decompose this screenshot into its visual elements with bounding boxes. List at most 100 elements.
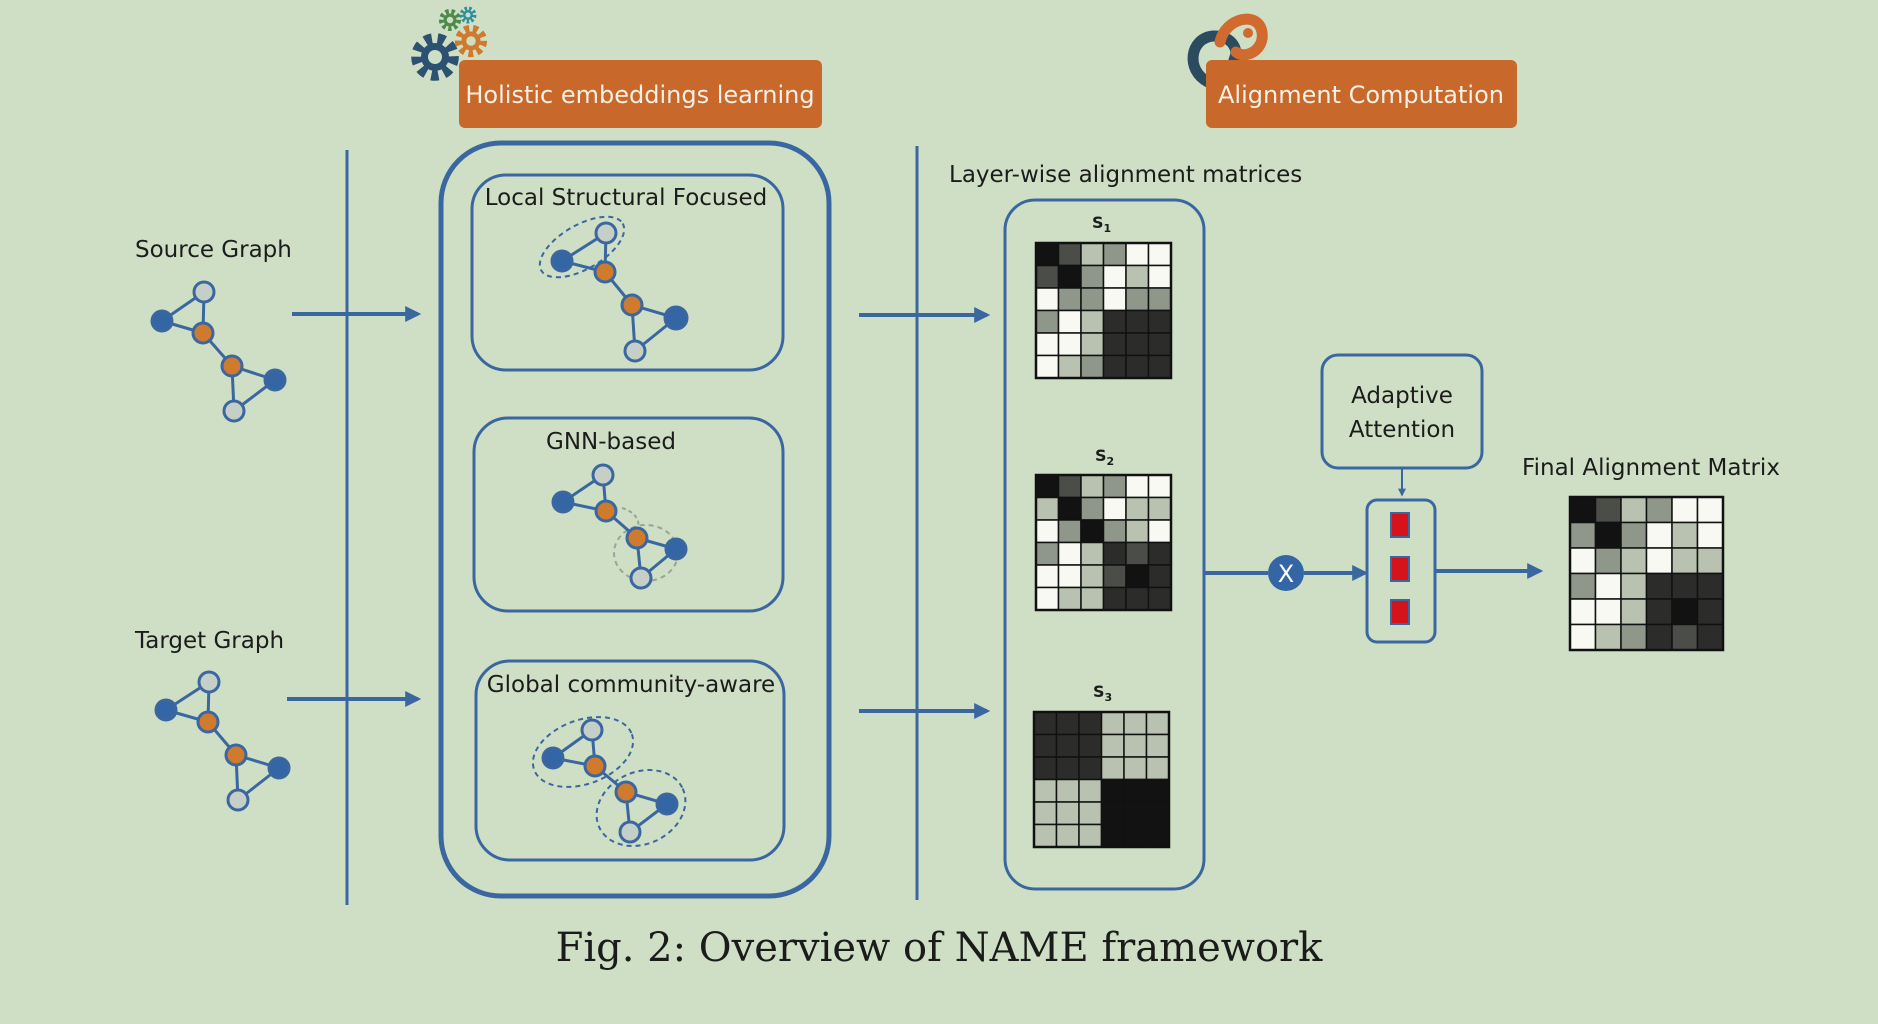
matrix-final	[1568, 495, 1725, 652]
matrix-cell	[1569, 496, 1597, 524]
matrix-cell	[1569, 598, 1597, 626]
matrix-cell	[1057, 287, 1082, 312]
matrix-cell	[1671, 572, 1699, 600]
matrix-cell	[1080, 474, 1105, 499]
attention-weights-box	[1365, 498, 1437, 644]
matrix-cell	[1123, 711, 1148, 736]
layerwise-container	[1003, 198, 1206, 891]
gnn-module-box	[472, 416, 785, 613]
matrix-cell	[1033, 733, 1058, 758]
matrix-cell	[1102, 586, 1127, 611]
matrix-cell	[1078, 733, 1103, 758]
matrix-cell	[1123, 801, 1148, 826]
matrix-border	[1034, 241, 1173, 380]
matrix-cell	[1125, 354, 1150, 379]
matrix-cell	[1057, 354, 1082, 379]
matrix-cell	[1102, 287, 1127, 312]
matrix-cell	[1145, 756, 1170, 781]
matrix-cell	[1102, 354, 1127, 379]
matrix-cell	[1123, 733, 1148, 758]
matrix-cell	[1057, 541, 1082, 566]
local-module-box	[470, 173, 785, 372]
matrix-cell	[1620, 572, 1648, 600]
final-matrix-title: Final Alignment Matrix	[1522, 455, 1780, 481]
matrix-cell	[1078, 778, 1103, 803]
matrix-cell	[1125, 519, 1150, 544]
matrix-cell	[1594, 521, 1622, 549]
matrix-cell	[1100, 823, 1125, 848]
matrix-cell	[1125, 242, 1150, 267]
matrix-cell	[1035, 287, 1060, 312]
matrix-cell	[1645, 598, 1673, 626]
matrix-cell	[1569, 521, 1597, 549]
matrix-cell	[1100, 711, 1125, 736]
matrix-cell	[1080, 496, 1105, 521]
matrix-cell	[1102, 541, 1127, 566]
target-graph-label: Target Graph	[134, 628, 284, 654]
matrix-cell	[1057, 309, 1082, 334]
matrix-cell	[1620, 496, 1648, 524]
matrix-cell	[1035, 474, 1060, 499]
matrix-cell	[1035, 541, 1060, 566]
matrix-cell	[1145, 778, 1170, 803]
matrix-cell	[1057, 519, 1082, 544]
matrix-cell	[1125, 264, 1150, 289]
matrix-cell	[1645, 623, 1673, 651]
multiply-symbol: X	[1278, 560, 1294, 588]
matrix-cell	[1078, 823, 1103, 848]
matrix-cell	[1125, 496, 1150, 521]
matrix-cell	[1102, 474, 1127, 499]
matrix-cell	[1035, 242, 1060, 267]
attention-weight-1	[1390, 512, 1410, 538]
adaptive-attention-line2: Attention	[1349, 417, 1455, 443]
matrix-cell	[1147, 264, 1172, 289]
local-module-label: Local Structural Focused	[485, 185, 768, 211]
matrix-cell	[1078, 711, 1103, 736]
matrix-cell	[1147, 242, 1172, 267]
matrix-cell	[1035, 264, 1060, 289]
matrix-cell	[1100, 778, 1125, 803]
matrix-border	[1568, 495, 1725, 652]
adaptive-attention-line1: Adaptive	[1351, 383, 1453, 409]
gnn-module-graph	[551, 463, 688, 590]
matrix-cell	[1057, 474, 1082, 499]
matrix-cell	[1078, 801, 1103, 826]
matrix-cell	[1569, 572, 1597, 600]
matrix-cell	[1645, 521, 1673, 549]
s1-label: S1	[1092, 213, 1111, 235]
matrix-cell	[1035, 496, 1060, 521]
matrix-cell	[1145, 801, 1170, 826]
link-icon	[1187, 13, 1268, 88]
matrix-cell	[1620, 547, 1648, 575]
matrix-cell	[1125, 332, 1150, 357]
gnn-module-label: GNN-based	[546, 429, 676, 455]
matrix-cell	[1080, 519, 1105, 544]
matrix-cell	[1033, 756, 1058, 781]
matrix-cell	[1125, 586, 1150, 611]
matrix-cell	[1147, 541, 1172, 566]
source-graph	[150, 280, 287, 423]
matrix-cell	[1100, 801, 1125, 826]
matrix-cell	[1123, 756, 1148, 781]
matrix-cell	[1620, 521, 1648, 549]
matrix-cell	[1035, 309, 1060, 334]
matrix-cell	[1055, 778, 1080, 803]
matrix-cell	[1080, 264, 1105, 289]
matrix-cell	[1102, 496, 1127, 521]
source-graph-label: Source Graph	[135, 237, 292, 263]
matrix-cell	[1147, 496, 1172, 521]
matrix-s3	[1032, 710, 1171, 849]
matrix-cell	[1594, 572, 1622, 600]
matrix-cell	[1147, 474, 1172, 499]
matrix-cell	[1033, 778, 1058, 803]
matrix-cell	[1080, 309, 1105, 334]
matrix-cell	[1147, 354, 1172, 379]
matrix-cell	[1102, 519, 1127, 544]
matrix-cell	[1080, 287, 1105, 312]
matrix-cell	[1035, 519, 1060, 544]
matrix-cell	[1080, 541, 1105, 566]
matrix-cell	[1125, 474, 1150, 499]
matrix-cell	[1645, 547, 1673, 575]
matrix-cell	[1033, 801, 1058, 826]
